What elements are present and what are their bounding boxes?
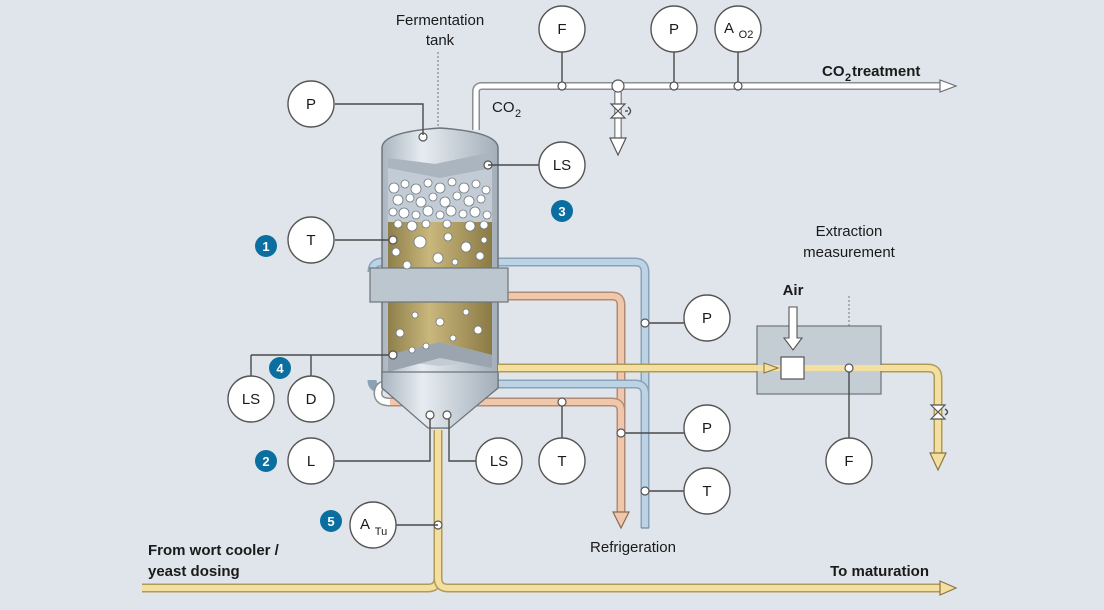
marker-4: 4	[269, 357, 291, 379]
svg-text:F: F	[557, 21, 566, 38]
svg-text:LS: LS	[242, 391, 260, 408]
instrument-a-turbidity: A Tu	[349, 501, 397, 549]
refrigeration-label: Refrigeration	[590, 539, 676, 556]
co2-label: CO	[492, 99, 515, 116]
svg-text:P: P	[306, 96, 316, 113]
fermentation-tank-label-line2: tank	[426, 32, 455, 49]
svg-text:LS: LS	[490, 453, 508, 470]
instrument-t-refrigeration: T	[683, 467, 731, 515]
co2-treatment-label-sub: 2	[845, 72, 851, 84]
svg-text:T: T	[557, 453, 566, 470]
co2-pipe	[472, 79, 958, 130]
air-injection-unit	[780, 356, 805, 380]
co2-treatment-label: CO	[822, 63, 845, 80]
instrument-t-tank: T	[287, 216, 335, 264]
svg-text:2: 2	[262, 454, 269, 469]
instrument-ls-bottom: LS	[475, 437, 523, 485]
marker-1: 1	[255, 235, 277, 257]
svg-text:P: P	[669, 21, 679, 38]
svg-text:P: P	[702, 310, 712, 327]
refrigeration-arrow-icon	[612, 511, 630, 530]
wort-maturation-pipe	[142, 430, 958, 596]
from-wort-label-line2: yeast dosing	[148, 563, 240, 580]
svg-text:Tu: Tu	[375, 526, 387, 538]
instrument-ls-top: LS	[538, 141, 586, 189]
fermentation-tank-label-line1: Fermentation	[396, 12, 484, 29]
sample-outlet-arrow-icon	[929, 452, 947, 472]
marker-3: 3	[551, 200, 573, 222]
tank-bottom-sensor-dot-1	[425, 410, 435, 420]
air-inlet-arrow-icon	[782, 306, 804, 351]
marker-5: 5	[320, 510, 342, 532]
co2-treatment-label-rest: treatment	[852, 63, 920, 80]
sample-valve-icon	[929, 404, 947, 420]
svg-text:L: L	[307, 453, 315, 470]
extraction-flow-dot	[844, 363, 854, 373]
svg-text:LS: LS	[553, 157, 571, 174]
marker-2: 2	[255, 450, 277, 472]
instrument-a-o2: A O2	[714, 5, 762, 53]
co2-outlet-arrow-icon	[939, 79, 958, 93]
junction-dots	[388, 81, 743, 496]
svg-text:A: A	[360, 516, 370, 533]
extraction-label-line1: Extraction	[816, 223, 883, 240]
svg-text:T: T	[306, 232, 315, 249]
co2-vent-branch	[609, 79, 632, 157]
foam	[388, 177, 492, 354]
instrument-d-left: D	[287, 375, 335, 423]
co2-label-sub: 2	[515, 108, 521, 120]
fermentation-tank	[369, 127, 509, 429]
extraction-label-line2: measurement	[803, 244, 896, 261]
instrument-t-bottom: T	[538, 437, 586, 485]
svg-text:F: F	[844, 453, 853, 470]
svg-text:3: 3	[558, 204, 565, 219]
svg-text:O2: O2	[739, 29, 754, 41]
instrument-f-co2: F	[538, 5, 586, 53]
instrument-p-tank-top: P	[287, 80, 335, 128]
air-label: Air	[783, 282, 804, 299]
instrument-l-bottom: L	[287, 437, 335, 485]
instrument-p-refrigeration-1: P	[683, 294, 731, 342]
instrument-ls-left: LS	[227, 375, 275, 423]
cooling-jacket	[369, 267, 509, 303]
instrument-f-extraction: F	[825, 437, 873, 485]
instrument-p-refrigeration-2: P	[683, 404, 731, 452]
from-wort-label-line1: From wort cooler /	[148, 542, 280, 559]
tank-bottom-sensor-dot-2	[442, 410, 452, 420]
extraction-measurement-box	[498, 296, 928, 395]
co2-vent-arrow-icon	[609, 137, 627, 157]
svg-text:5: 5	[327, 514, 334, 529]
co2-junction-dot	[611, 79, 625, 93]
instrument-leader-lines	[250, 52, 850, 526]
instrument-p-co2: P	[650, 5, 698, 53]
svg-text:4: 4	[276, 361, 284, 376]
to-maturation-label: To maturation	[830, 563, 929, 580]
beer-sample-pipe	[498, 363, 949, 472]
svg-text:P: P	[702, 420, 712, 437]
maturation-outlet-arrow-icon	[939, 580, 958, 596]
svg-text:D: D	[306, 391, 317, 408]
svg-text:T: T	[702, 483, 711, 500]
co2-valve-icon	[609, 103, 627, 119]
svg-text:A: A	[724, 20, 734, 37]
svg-text:1: 1	[262, 239, 269, 254]
